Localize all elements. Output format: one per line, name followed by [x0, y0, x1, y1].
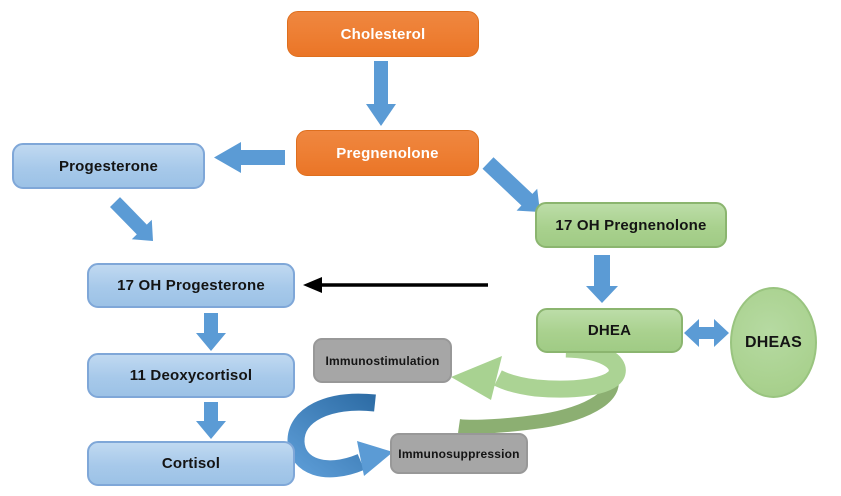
node-cholesterol: Cholesterol: [287, 11, 479, 57]
node-pregnenolone: Pregnenolone: [296, 130, 479, 176]
arrow-17oh-progesterone-to-11-deoxycortisol: [196, 313, 226, 351]
node-dheas: DHEAS: [730, 287, 817, 398]
blue-ribbon-arrowhead: [357, 441, 393, 476]
node-cortisol: Cortisol: [87, 441, 295, 486]
arrow-pregnenolone-to-17oh-pregnenolone: [482, 157, 540, 212]
arrow-progesterone-to-17oh-progesterone: [110, 197, 153, 241]
arrow-17oh-pregnenolone-to-dhea: [586, 255, 618, 303]
arrow-dhea-dheas-bidirectional: [684, 319, 729, 347]
node-17oh-progesterone: 17 OH Progesterone: [87, 263, 295, 308]
arrow-pregnenolone-to-progesterone: [214, 142, 285, 173]
black-arrowhead: [303, 277, 322, 293]
green-ribbon-arrowhead: [451, 356, 502, 400]
node-17oh-pregnenolone: 17 OH Pregnenolone: [535, 202, 727, 248]
node-dhea: DHEA: [536, 308, 683, 353]
green-ribbon-arrow-dhea-to-immunostimulation: [494, 340, 626, 398]
arrow-11-deoxycortisol-to-cortisol: [196, 402, 226, 439]
node-immunosuppression: Immunosuppression: [390, 433, 528, 474]
blue-ribbon-arrow-cortisol-to-immunosuppression: [287, 393, 376, 478]
node-11-deoxycortisol: 11 Deoxycortisol: [87, 353, 295, 398]
node-progesterone: Progesterone: [12, 143, 205, 189]
node-immunostimulation: Immunostimulation: [313, 338, 452, 383]
arrow-cholesterol-to-pregnenolone: [366, 61, 396, 126]
